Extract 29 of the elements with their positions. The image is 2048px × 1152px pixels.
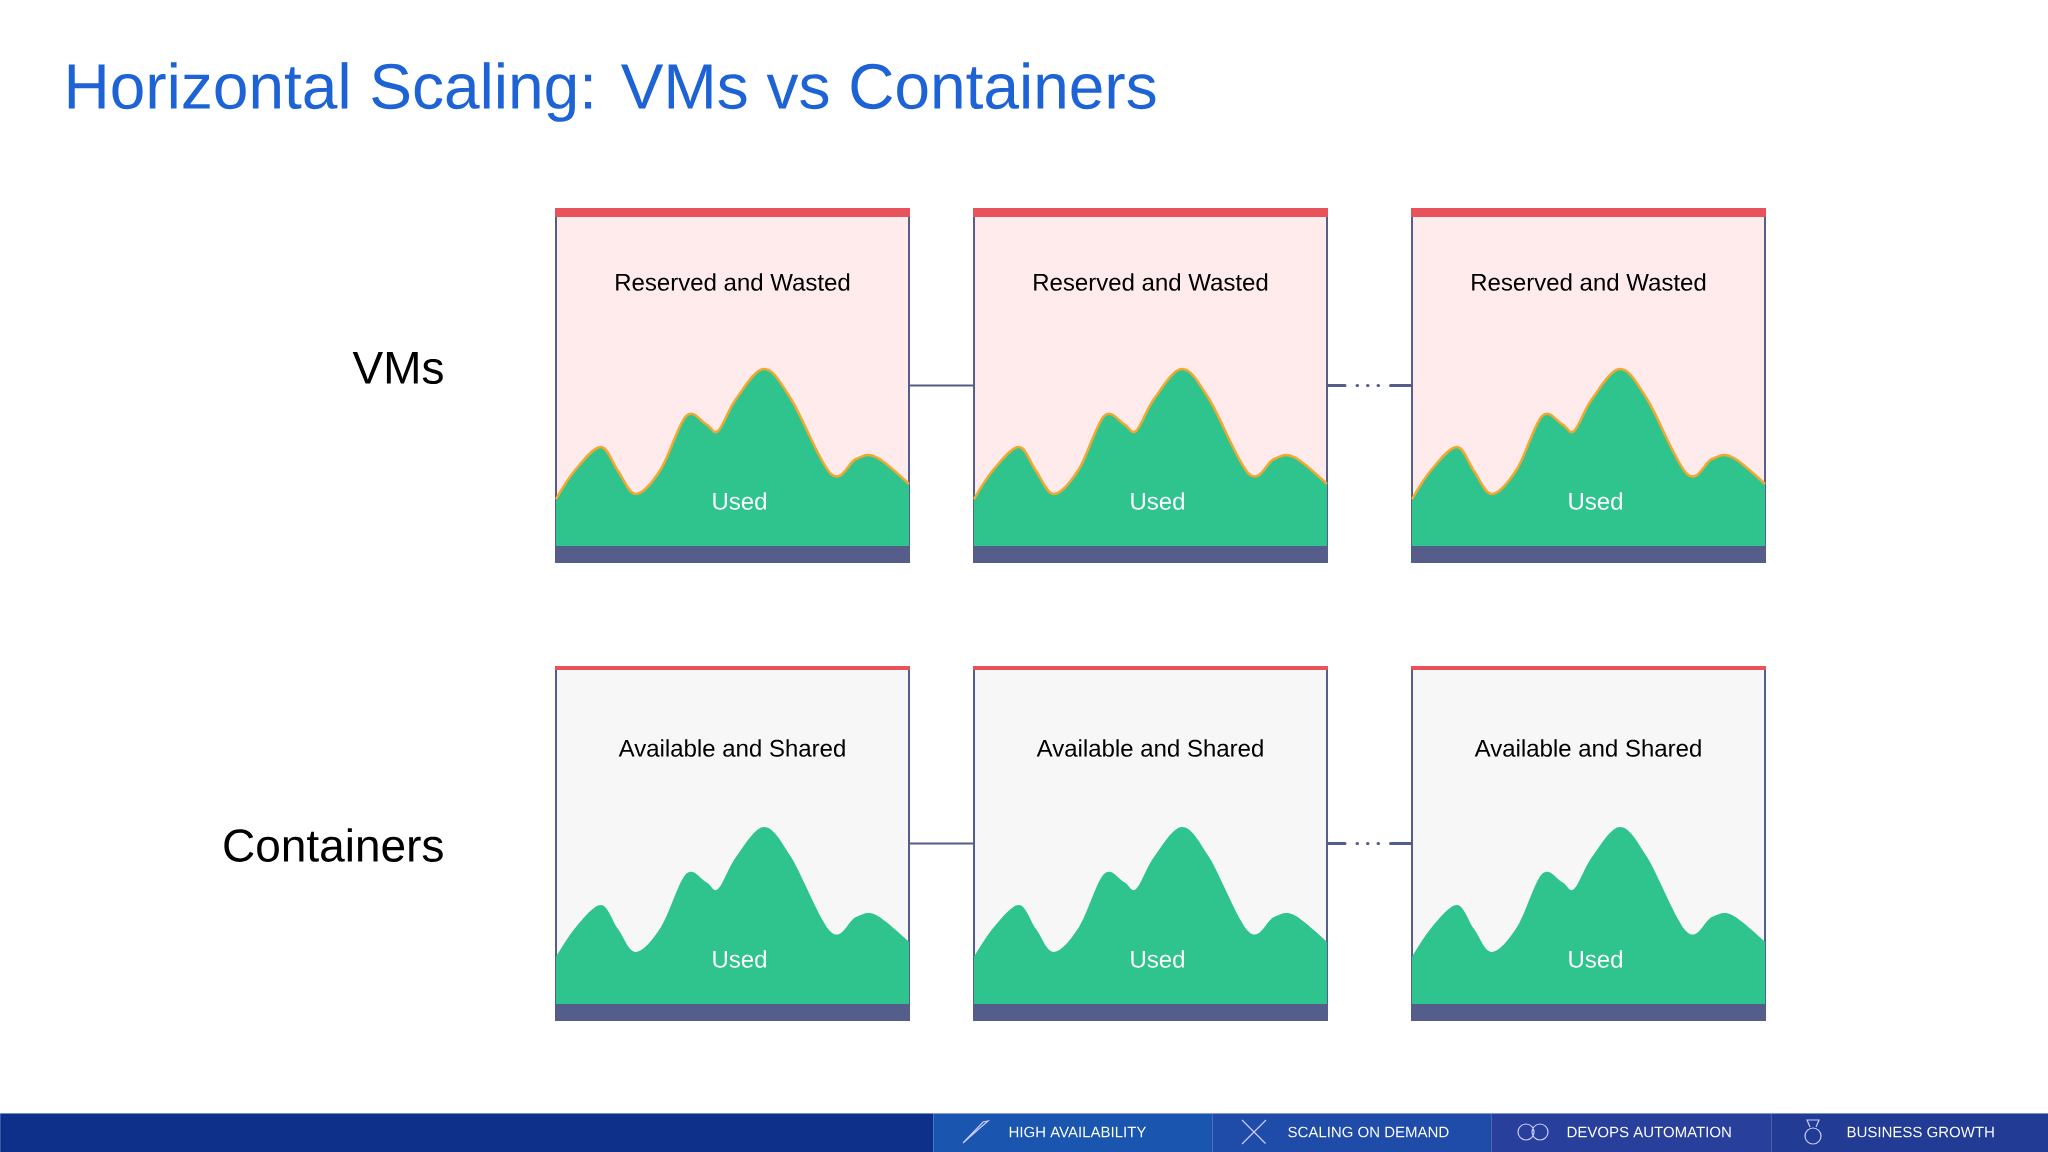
footer-tab: BUSINESS GROWTH bbox=[1771, 1113, 2048, 1152]
usage-label: Used bbox=[1131, 950, 1184, 968]
server-box bbox=[555, 666, 910, 1021]
footer-tab: SCALING ON DEMAND bbox=[1212, 1113, 1492, 1152]
server-box bbox=[973, 666, 1328, 1021]
connector-line bbox=[909, 842, 974, 845]
title: Horizontal Scaling: VMs vs Containers bbox=[68, 62, 1156, 122]
connector-line bbox=[1326, 842, 1413, 845]
server-box bbox=[972, 208, 1328, 563]
row-label: Containers bbox=[224, 828, 443, 862]
footer-tab: DEVOPS AUTOMATION bbox=[1491, 1113, 1772, 1152]
usage-label: Used bbox=[1569, 492, 1622, 510]
usage-label: Used bbox=[1569, 950, 1622, 968]
row-label: VMs bbox=[352, 351, 443, 385]
server-box bbox=[1410, 208, 1766, 563]
usage-label: Used bbox=[713, 492, 766, 510]
box-heading: Available and Shared bbox=[618, 739, 845, 757]
box-heading: Available and Shared bbox=[1474, 739, 1701, 757]
connector-line bbox=[909, 384, 974, 387]
box-heading: Reserved and Wasted bbox=[1472, 273, 1706, 291]
box-heading: Reserved and Wasted bbox=[1034, 273, 1268, 291]
server-box bbox=[554, 208, 910, 563]
box-heading: Reserved and Wasted bbox=[616, 273, 850, 291]
box-heading: Available and Shared bbox=[1036, 739, 1263, 757]
footer-tab: HIGH AVAILABILITY bbox=[933, 1113, 1213, 1152]
usage-label: Used bbox=[1131, 492, 1184, 510]
server-box bbox=[1411, 666, 1766, 1021]
usage-label: Used bbox=[713, 950, 766, 968]
connector-line bbox=[1326, 384, 1413, 387]
